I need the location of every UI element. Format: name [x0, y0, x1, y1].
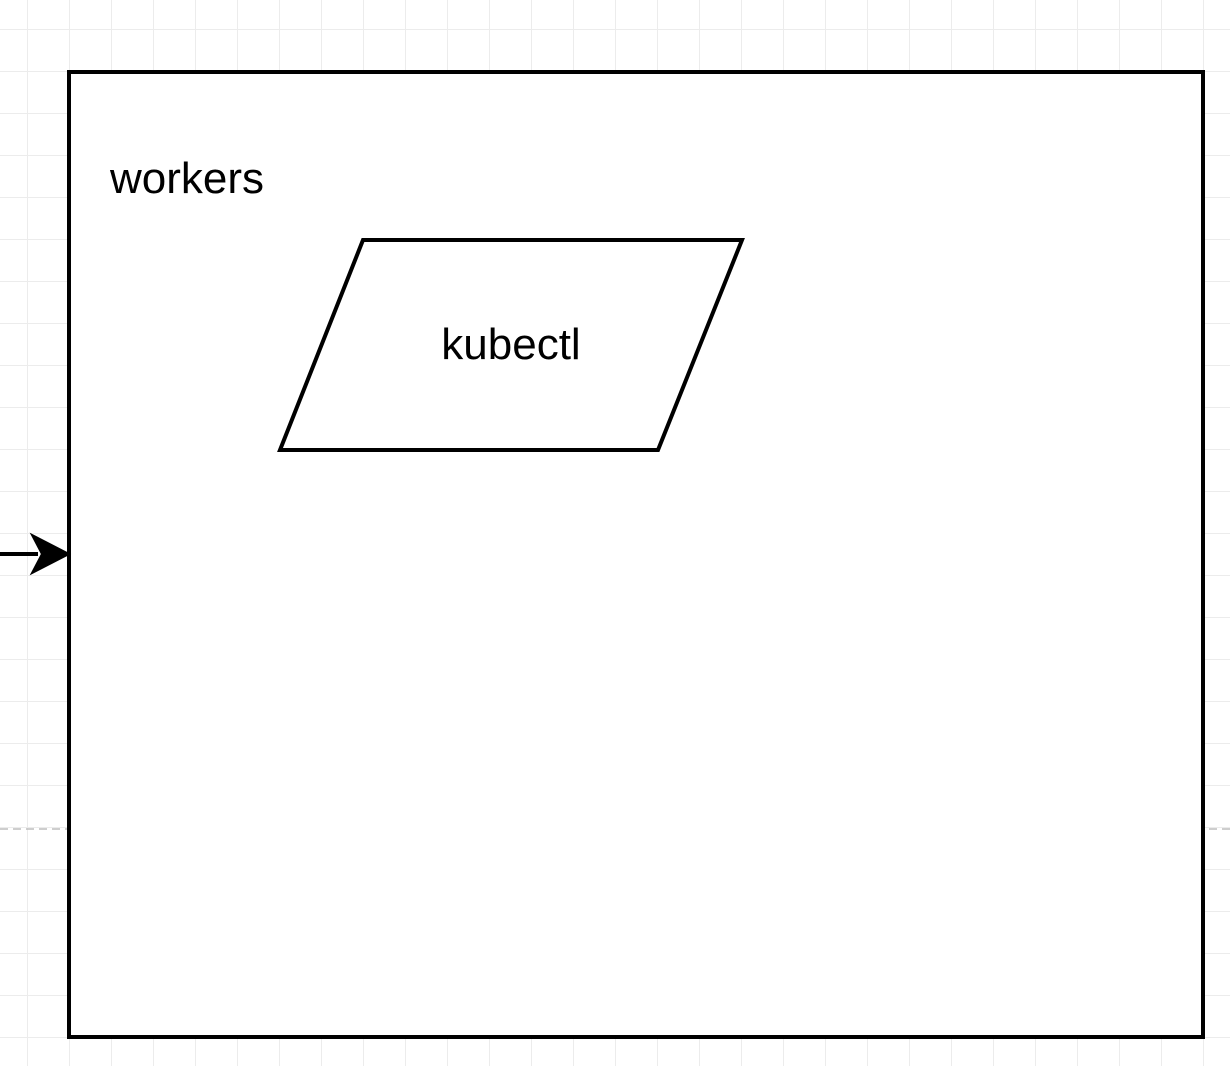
workers-container[interactable]: [67, 70, 1205, 1039]
workers-label: workers: [110, 154, 265, 203]
kubectl-label: kubectl: [441, 320, 581, 369]
kubectl-node[interactable]: [277, 238, 745, 452]
incoming-edge-arrowhead: [29, 532, 72, 576]
